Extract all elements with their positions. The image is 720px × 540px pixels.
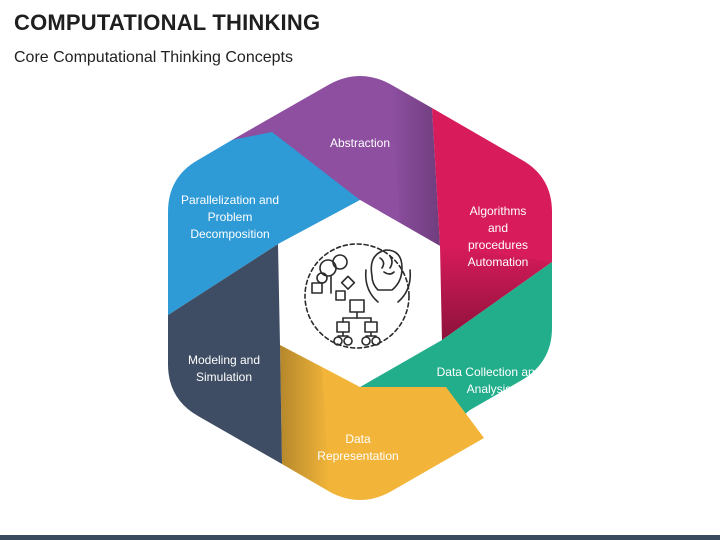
- footer-bar: [0, 535, 720, 540]
- page-subtitle: Core Computational Thinking Concepts: [14, 49, 293, 66]
- segment-data-representation-shade: [280, 345, 330, 492]
- segment-abstraction-shade: [390, 84, 440, 246]
- segment-algorithms-shade: [440, 246, 552, 340]
- label-algorithms: Algorithms and procedures Automation: [467, 204, 529, 269]
- label-abstraction: Abstraction: [329, 135, 391, 150]
- label-modeling: Modeling and Simulation: [187, 353, 261, 384]
- segment-parallelization: [168, 132, 360, 315]
- label-data-representation: Data Representation: [317, 432, 399, 463]
- label-parallelization: Parallelization and Problem Decompositio…: [180, 192, 280, 241]
- segment-data-representation: [280, 345, 484, 500]
- segment-modeling: [168, 244, 282, 464]
- center-hexagon: [280, 200, 440, 387]
- segment-abstraction: [232, 76, 440, 246]
- label-data-collection: Data Collection and Analysis: [436, 365, 542, 396]
- page-title: COMPUTATIONAL THINKING: [14, 10, 321, 35]
- brain-gears-flowchart-icon: [304, 243, 412, 349]
